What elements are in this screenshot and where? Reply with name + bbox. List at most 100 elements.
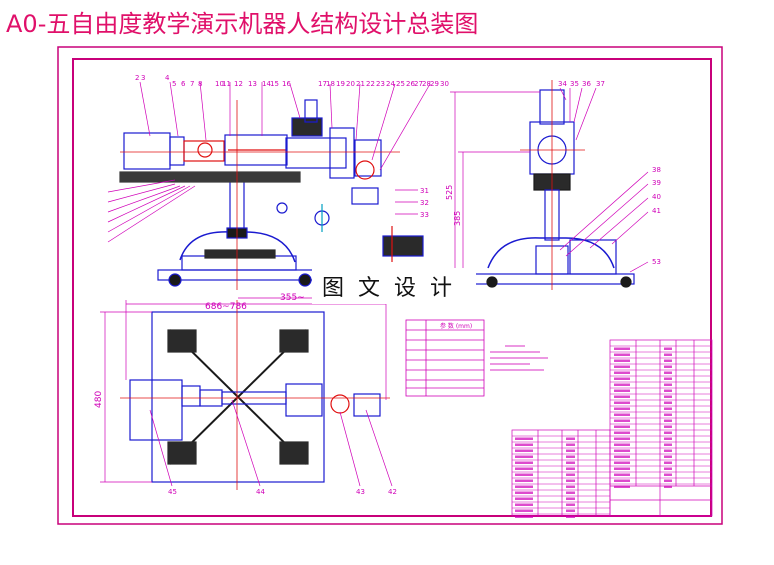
parts-row-text <box>566 515 575 518</box>
svg-text:53: 53 <box>652 258 661 266</box>
parts-row-text <box>566 491 575 494</box>
side-view <box>471 80 635 290</box>
parts-row-text <box>566 485 575 488</box>
parts-row-text <box>614 365 630 368</box>
svg-text:33: 33 <box>420 211 429 219</box>
parts-row-text <box>614 419 630 422</box>
parts-row-text <box>614 431 630 434</box>
outer-frame <box>57 46 723 525</box>
svg-text:15: 15 <box>270 80 279 88</box>
svg-text:6: 6 <box>181 80 186 88</box>
svg-text:40: 40 <box>652 193 661 201</box>
svg-text:14: 14 <box>262 80 271 88</box>
svg-text:22: 22 <box>366 80 375 88</box>
parts-row-text <box>515 437 533 440</box>
svg-text:16: 16 <box>282 80 291 88</box>
dim-width-range: 686~786 <box>205 302 247 312</box>
svg-text:29: 29 <box>430 80 439 88</box>
parts-row-text <box>664 443 672 446</box>
parts-row-text <box>664 413 672 416</box>
parts-row-text <box>664 365 672 368</box>
dim-width-top: 355~ <box>280 293 305 303</box>
svg-text:3: 3 <box>141 74 145 82</box>
parts-row-text <box>614 389 630 392</box>
svg-text:45: 45 <box>168 488 177 496</box>
plan-view <box>120 300 390 490</box>
parts-row-text <box>614 437 630 440</box>
svg-text:11: 11 <box>222 80 231 88</box>
parts-list-table <box>511 339 713 517</box>
svg-text:7: 7 <box>190 80 194 88</box>
front-view <box>119 99 424 290</box>
svg-text:10: 10 <box>215 80 224 88</box>
parts-row-text <box>664 359 672 362</box>
svg-text:23: 23 <box>376 80 385 88</box>
svg-text:12: 12 <box>234 80 243 88</box>
parts-row-text <box>614 371 630 374</box>
dim-side-a: 525 <box>445 185 454 200</box>
svg-text:32: 32 <box>420 199 429 207</box>
parts-row-text <box>515 503 533 506</box>
parts-row-text <box>614 449 630 452</box>
parts-row-text <box>566 461 575 464</box>
parts-row-text <box>664 419 672 422</box>
parts-row-text <box>515 461 533 464</box>
parts-row-text <box>614 485 630 488</box>
parts-row-text <box>566 455 575 458</box>
svg-text:20: 20 <box>346 80 355 88</box>
parts-row-text <box>614 407 630 410</box>
parts-row-text <box>664 437 672 440</box>
parts-row-text <box>614 473 630 476</box>
parts-row-text <box>614 401 630 404</box>
parts-row-text <box>515 515 533 518</box>
inner-frame <box>72 58 712 517</box>
parts-row-text <box>614 395 630 398</box>
svg-text:4: 4 <box>165 74 170 82</box>
svg-text:18: 18 <box>326 80 335 88</box>
svg-text:13: 13 <box>248 80 257 88</box>
parts-row-text <box>664 461 672 464</box>
parts-row-text <box>515 443 533 446</box>
parts-row-text <box>515 485 533 488</box>
parts-row-text <box>566 479 575 482</box>
svg-text:27: 27 <box>414 80 423 88</box>
svg-text:31: 31 <box>420 187 429 195</box>
svg-text:24: 24 <box>386 80 395 88</box>
parts-list-text <box>515 347 672 518</box>
parts-row-text <box>614 353 630 356</box>
parts-row-text <box>664 467 672 470</box>
parts-row-text <box>614 467 630 470</box>
parts-row-text <box>664 431 672 434</box>
svg-text:2: 2 <box>135 74 139 82</box>
svg-text:43: 43 <box>356 488 365 496</box>
svg-text:37: 37 <box>596 80 605 88</box>
parts-row-text <box>664 371 672 374</box>
parts-row-text <box>515 479 533 482</box>
watermark-text: 图文设计 <box>312 268 477 304</box>
parts-row-text <box>664 401 672 404</box>
front-callout-leaders <box>107 81 431 243</box>
side-dimension-lines <box>450 87 649 281</box>
svg-text:41: 41 <box>652 207 661 215</box>
svg-text:26: 26 <box>406 80 415 88</box>
parts-row-text <box>664 389 672 392</box>
parts-row-text <box>515 497 533 500</box>
parts-row-text <box>664 353 672 356</box>
parts-row-text <box>614 443 630 446</box>
drawing-title: A0-五自由度教学演示机器人结构设计总装图 <box>6 10 479 38</box>
parts-row-text <box>566 443 575 446</box>
svg-text:34: 34 <box>558 80 567 88</box>
parts-row-text <box>515 509 533 512</box>
svg-text:28: 28 <box>422 80 431 88</box>
tech-notes <box>490 345 548 371</box>
parts-row-text <box>664 377 672 380</box>
parts-row-text <box>566 437 575 440</box>
parts-row-text <box>664 395 672 398</box>
parts-row-text <box>566 449 575 452</box>
svg-text:19: 19 <box>336 80 345 88</box>
parts-row-text <box>614 359 630 362</box>
parts-row-text <box>515 491 533 494</box>
